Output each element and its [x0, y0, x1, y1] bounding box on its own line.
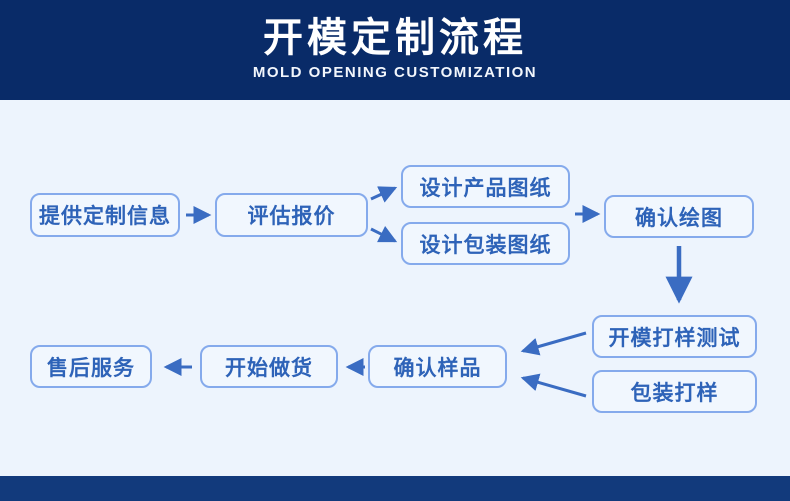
- arrow-quote-to-product-design: [370, 186, 398, 203]
- node-design-product-drawing: 设计产品图纸: [401, 165, 570, 208]
- page-header: 开模定制流程 MOLD OPENING CUSTOMIZATION: [0, 0, 790, 100]
- arrow-quote-to-package-design: [370, 225, 398, 243]
- node-confirm-drawing: 确认绘图: [604, 195, 754, 238]
- node-provide-info: 提供定制信息: [30, 193, 180, 237]
- page-title: 开模定制流程: [263, 16, 527, 60]
- node-packaging-sample: 包装打样: [592, 370, 757, 413]
- node-mold-sample-test: 开模打样测试: [592, 315, 757, 358]
- page-subtitle: MOLD OPENING CUSTOMIZATION: [252, 64, 538, 81]
- arrow-mold-test-to-sample: [520, 331, 587, 356]
- flow-arrows: [163, 186, 693, 398]
- node-confirm-sample: 确认样品: [368, 345, 507, 388]
- node-design-packaging-drawing: 设计包装图纸: [401, 222, 570, 265]
- bottom-band: [0, 476, 790, 501]
- arrow-package-to-sample: [520, 373, 587, 398]
- node-evaluate-quote: 评估报价: [215, 193, 368, 237]
- flowchart-canvas: 提供定制信息 评估报价 设计产品图纸 设计包装图纸 确认绘图 开模打样测试 包装…: [0, 100, 790, 476]
- node-start-production: 开始做货: [200, 345, 338, 388]
- node-after-sales-service: 售后服务: [30, 345, 152, 388]
